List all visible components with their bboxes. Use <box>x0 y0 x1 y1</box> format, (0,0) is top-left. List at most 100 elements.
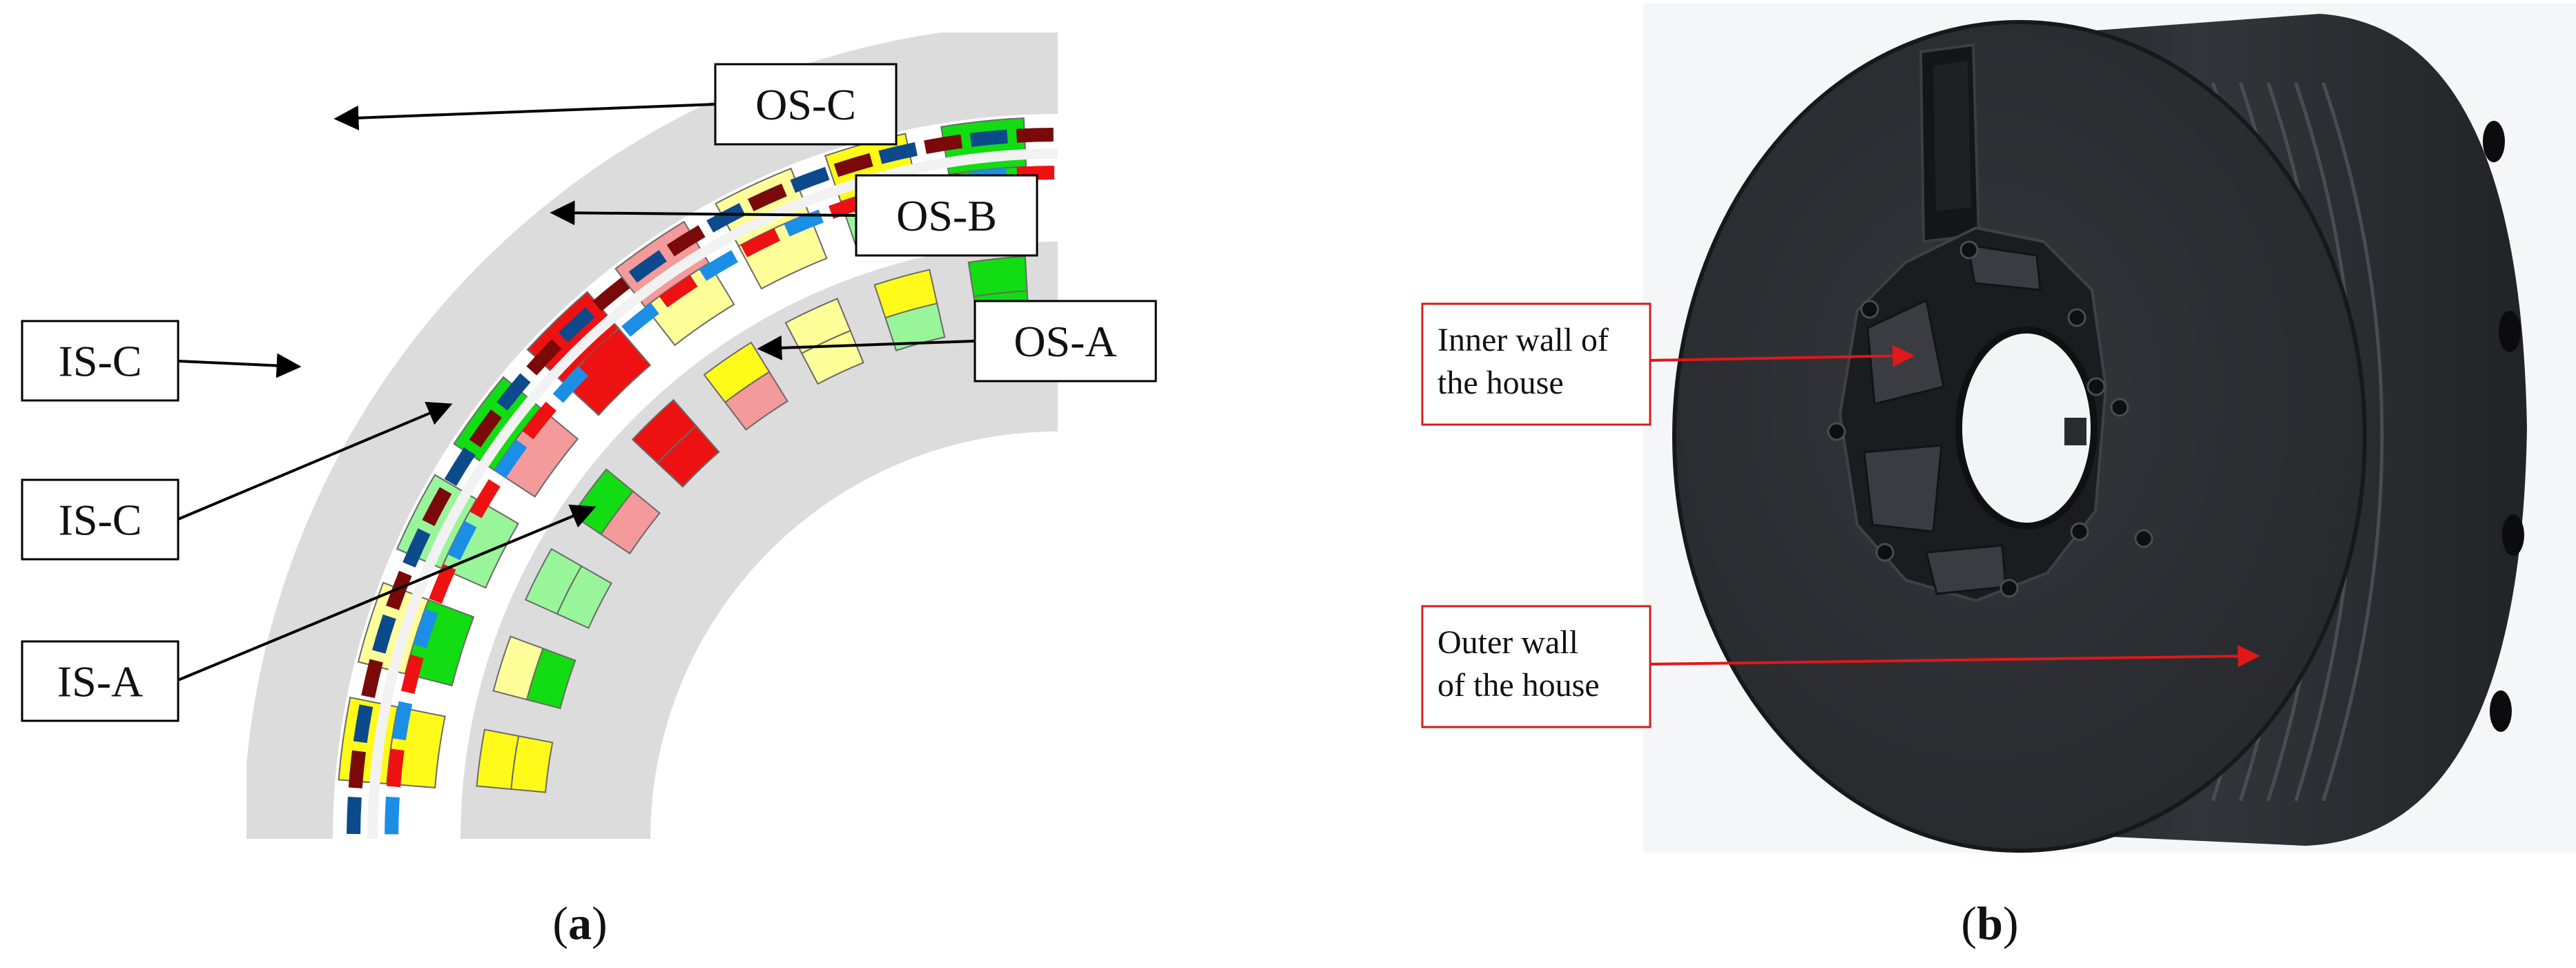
is-a-leader-arrow <box>177 504 597 681</box>
inner-coil <box>492 635 544 701</box>
rim-hole <box>2490 690 2512 732</box>
outer-wall-callout-box <box>1421 605 1652 728</box>
magnet-segment <box>592 277 630 312</box>
inner-wall-leader-arrow <box>1649 345 1915 367</box>
magnet-segment <box>699 250 739 281</box>
magnet-segment <box>385 570 412 610</box>
magnet-segment <box>740 228 780 258</box>
magnet-segment <box>385 796 400 835</box>
rim-hole <box>2502 514 2524 556</box>
wall-pad <box>1863 444 1943 533</box>
os-c-leader-arrow <box>333 103 716 130</box>
inner-coil <box>967 255 1028 298</box>
magnet-segment <box>413 608 438 648</box>
magnet-segment <box>387 748 405 788</box>
magnet-segment <box>706 203 746 233</box>
bolt-hole <box>1875 543 1895 562</box>
is-a-callout-label: IS-A <box>57 657 143 706</box>
bolt-hole <box>2086 377 2106 396</box>
magnet-segment <box>659 275 698 308</box>
magnet-segment <box>494 439 527 478</box>
os-a-callout-box <box>974 300 1157 383</box>
magnet-segment <box>628 250 667 283</box>
magnet-segment <box>833 153 873 177</box>
magnet-segment <box>422 487 452 526</box>
bolt-hole <box>2110 398 2129 417</box>
magnet-segment <box>400 654 424 695</box>
magnet-segment <box>924 134 963 155</box>
cross-section-drawing <box>246 32 1058 839</box>
bolt-holes <box>1827 240 2153 598</box>
magnet-segment <box>447 521 477 561</box>
magnet-segment <box>469 479 501 519</box>
inner-coil <box>703 341 771 404</box>
magnet-segment <box>969 129 1008 147</box>
is-a-callout-box <box>21 640 180 722</box>
bolt-hole <box>2067 308 2086 327</box>
is-c-1-leader-arrow <box>177 353 302 378</box>
is-c-2-callout-label: IS-C <box>59 496 142 545</box>
magnet-segment <box>469 409 502 448</box>
is-c-1-callout-label: IS-C <box>59 337 142 386</box>
rim-mounting-holes <box>2483 121 2524 732</box>
bolt-hole <box>2134 529 2153 548</box>
magnet-segment <box>666 225 706 257</box>
inner-coil <box>631 398 697 465</box>
os-b-callout-box <box>855 174 1038 257</box>
magnet-segment <box>391 701 413 741</box>
os-b-callout-label: OS-B <box>896 191 997 240</box>
outer-wall-leader-arrow <box>1649 645 2260 668</box>
magnet-segment <box>585 333 623 369</box>
magnet-segment <box>361 659 383 699</box>
os-c-callout-label: OS-C <box>755 80 856 129</box>
magnet-segment <box>747 183 787 212</box>
caption-b: (b) <box>1961 897 2018 949</box>
os-b-leader-arrow <box>550 200 857 226</box>
magnet-segment <box>526 339 562 376</box>
inner-coil <box>873 269 938 319</box>
panel-a-motor-cross-section: OS-C OS-B OS-A IS-C IS-C IS-A (a) <box>21 32 1157 949</box>
is-c-1-callout-box <box>21 320 180 402</box>
housing-body <box>1672 14 2527 853</box>
outer-magnet-ring <box>347 128 1054 834</box>
magnet-segment <box>347 796 362 834</box>
magnet-segment <box>444 447 476 486</box>
os-c-callout-box <box>714 63 898 146</box>
bolt-hole <box>1827 422 1846 441</box>
is-c-2-leader-arrow <box>177 401 453 521</box>
rim-hole <box>2499 311 2521 352</box>
magnet-segment <box>1016 128 1054 143</box>
caption-a: (a) <box>552 897 607 949</box>
groove <box>2321 82 2384 802</box>
magnet-segment <box>353 704 374 744</box>
outer-stator-core <box>246 32 1058 839</box>
panel-a-callouts: OS-C OS-B OS-A IS-C IS-C IS-A <box>21 63 1157 722</box>
magnet-segment <box>790 166 830 193</box>
bolt-hole <box>1999 579 2019 598</box>
bore-key <box>2064 418 2086 445</box>
magnet-segment <box>371 614 396 654</box>
os-a-callout-label: OS-A <box>1014 317 1116 366</box>
magnet-segment <box>621 302 659 337</box>
inner-wall-callout-box <box>1421 302 1652 426</box>
inner-stator-core <box>461 242 1058 839</box>
motor-quadrant <box>246 32 1058 839</box>
wall-pad <box>1925 544 2007 595</box>
bolt-hole <box>1959 240 1979 260</box>
magnet-segment <box>403 528 431 568</box>
bolt-hole <box>2070 522 2089 541</box>
magnet-segment <box>496 373 531 411</box>
magnet-segment <box>522 401 556 440</box>
inner-coil <box>524 548 583 615</box>
os-a-leader-arrow <box>757 335 976 360</box>
magnet-segment <box>429 563 456 604</box>
bolt-hole <box>1860 300 1879 319</box>
magnet-segment <box>552 366 589 403</box>
magnet-segment <box>348 750 366 788</box>
center-bore <box>1955 327 2098 530</box>
